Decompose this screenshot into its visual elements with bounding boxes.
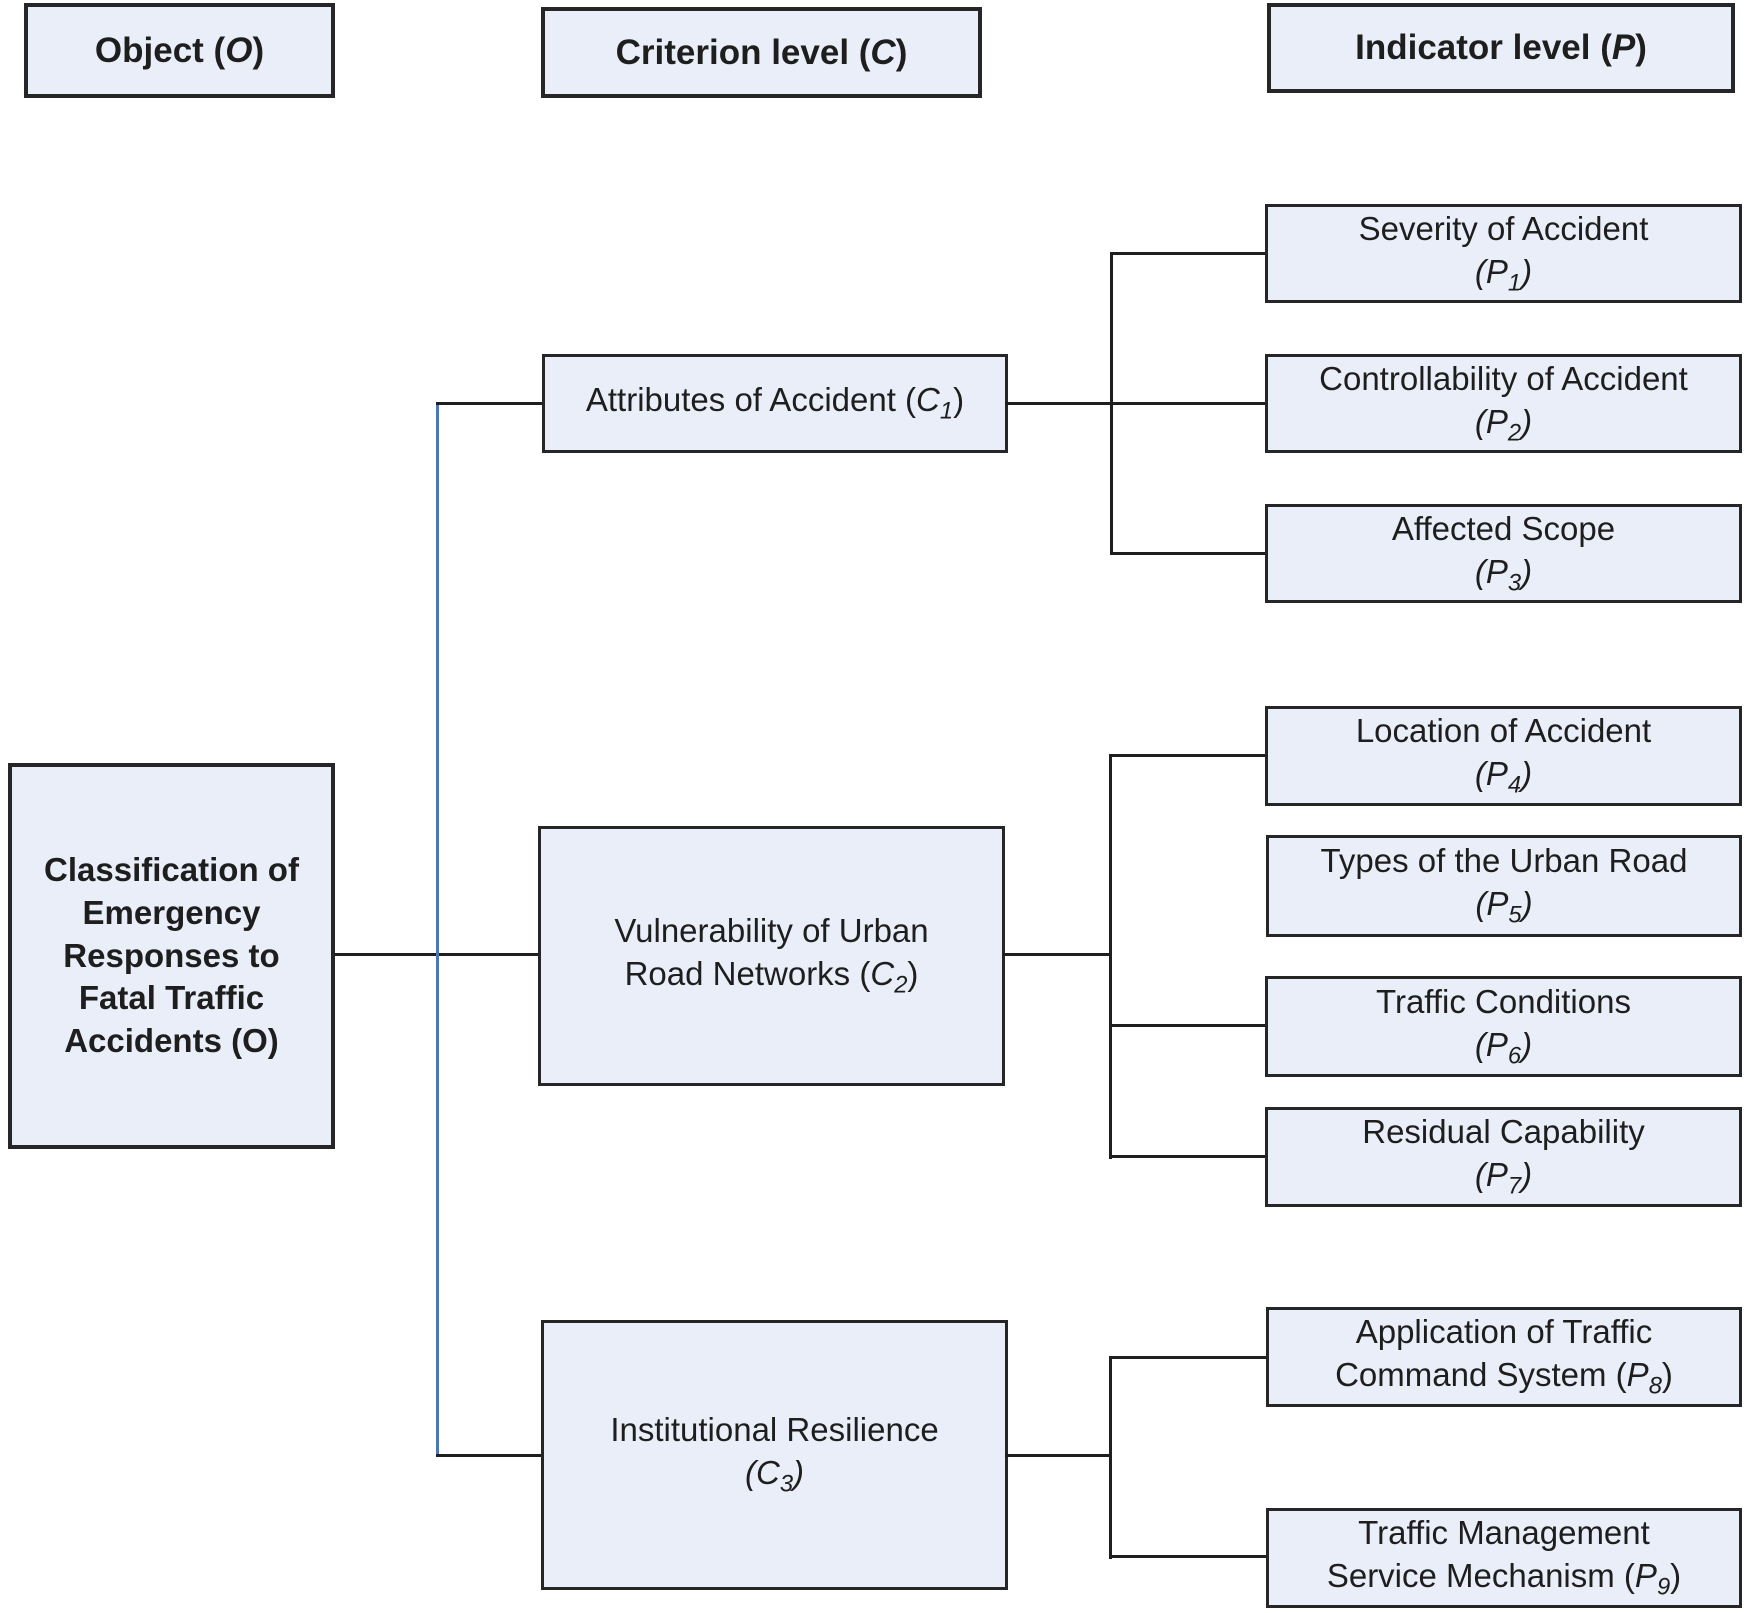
criterion-c2-label: Road Networks (C2): [624, 955, 919, 999]
connector-bus1-to-p3: [1110, 552, 1265, 555]
indicator-p2-code: (P2): [1474, 402, 1533, 447]
connector-branch-to-c3: [436, 1454, 541, 1457]
indicator-p6-code: (P6): [1474, 1025, 1533, 1070]
connector-bus2-to-p4: [1109, 754, 1265, 757]
indicator-box-p2: Controllability of Accident (P2): [1265, 354, 1742, 453]
indicator-p3-title: Affected Scope: [1391, 509, 1616, 547]
connector-bus1-to-p2: [1110, 402, 1265, 405]
indicator-p1-title: Severity of Accident: [1358, 209, 1649, 247]
indicator-p4-code: (P4): [1474, 755, 1533, 799]
object-box-line: Fatal Traffic: [78, 979, 265, 1017]
criterion-c1-label: Attributes of Accident (C1): [585, 381, 965, 425]
indicator-p3-code: (P3): [1474, 552, 1533, 597]
header-object: Object (O): [24, 3, 335, 98]
indicator-p1-code: (P1): [1474, 252, 1533, 297]
indicator-box-p6: Traffic Conditions (P6): [1265, 976, 1742, 1077]
connector-bus3-to-p8: [1109, 1356, 1266, 1359]
bus3-vertical-line: [1109, 1356, 1112, 1559]
criterion-c3-code: (C3): [744, 1454, 805, 1498]
criterion-c3-title: Institutional Resilience: [610, 1411, 939, 1449]
bus2-vertical-line: [1109, 754, 1112, 1159]
object-box-line: Accidents (O): [64, 1022, 279, 1060]
indicator-p6-title: Traffic Conditions: [1376, 982, 1631, 1020]
indicator-p9-title: Traffic Management: [1358, 1514, 1650, 1552]
indicator-p2-title: Controllability of Accident: [1319, 359, 1688, 397]
indicator-p5-title: Types of the Urban Road: [1320, 842, 1688, 880]
connector-c3-to-bus3: [1005, 1454, 1112, 1457]
indicator-p4-title: Location of Accident: [1355, 712, 1652, 750]
branch-vertical-line: [436, 402, 439, 1456]
criterion-box-c2: Vulnerability of Urban Road Networks (C2…: [538, 826, 1005, 1086]
header-indicator: Indicator level (P): [1267, 3, 1735, 93]
indicator-box-p3: Affected Scope (P3): [1265, 504, 1742, 603]
criterion-box-c1: Attributes of Accident (C1): [542, 354, 1008, 453]
indicator-p7-title: Residual Capability: [1362, 1113, 1645, 1151]
indicator-box-p1: Severity of Accident (P1): [1265, 204, 1742, 303]
header-criterion-label: Criterion level (C): [615, 32, 908, 72]
connector-bus3-to-p9: [1109, 1555, 1266, 1558]
connector-bus1-to-p1: [1110, 252, 1265, 255]
indicator-box-p7: Residual Capability (P7): [1265, 1107, 1742, 1207]
connector-c1-to-bus1: [1005, 402, 1112, 405]
indicator-box-p5: Types of the Urban Road (P5): [1266, 835, 1742, 937]
connector-bus2-to-p7: [1109, 1155, 1265, 1158]
indicator-box-p4: Location of Accident (P4): [1265, 706, 1742, 806]
connector-bus2-to-p6: [1109, 1024, 1265, 1027]
indicator-p8-code: Command System (P8): [1335, 1356, 1673, 1400]
indicator-box-p8: Application of Traffic Command System (P…: [1266, 1307, 1742, 1407]
header-object-label: Object (O): [94, 30, 265, 70]
criterion-box-c3: Institutional Resilience (C3): [541, 1320, 1008, 1590]
criterion-c2-title: Vulnerability of Urban: [614, 912, 929, 950]
object-box: Classification of Emergency Responses to…: [8, 763, 335, 1149]
object-box-line: Classification of: [44, 850, 299, 888]
object-box-line: Responses to: [63, 936, 280, 974]
indicator-p5-code: (P5): [1475, 885, 1533, 929]
connector-c2-to-bus2: [1002, 953, 1112, 956]
indicator-box-p9: Traffic Management Service Mechanism (P9…: [1266, 1508, 1742, 1608]
indicator-p9-code: Service Mechanism (P9): [1326, 1557, 1682, 1601]
header-criterion: Criterion level (C): [541, 7, 982, 98]
indicator-p7-code: (P7): [1474, 1156, 1533, 1200]
header-indicator-label: Indicator level (P): [1355, 28, 1647, 68]
indicator-p8-title: Application of Traffic: [1355, 1313, 1653, 1351]
connector-branch-to-c1: [436, 402, 542, 405]
object-box-line: Emergency: [82, 893, 261, 931]
